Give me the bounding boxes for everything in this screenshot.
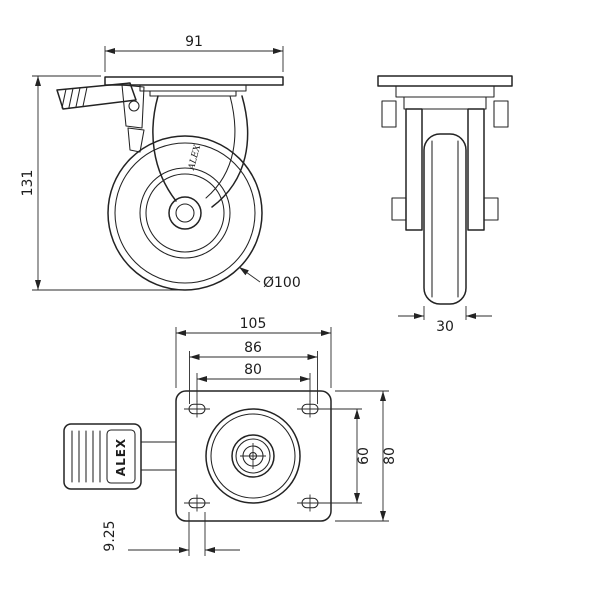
dim-text-86: 86	[244, 340, 262, 356]
pedal-brand-text: ALEX	[114, 438, 128, 476]
axle-bolt	[175, 203, 195, 223]
plan-plate	[175, 390, 332, 522]
side-top-plate	[104, 76, 284, 86]
dim-text-105: 105	[240, 316, 267, 332]
front-view: 30	[377, 75, 513, 335]
dim-plate-length-105: 105	[175, 316, 332, 388]
wheel-hub	[168, 196, 202, 230]
dim-plate-width-80: 80	[335, 390, 398, 522]
plan-view: ALEX 105 86 80	[63, 316, 398, 556]
brake-pivot	[128, 100, 140, 112]
front-top-plate	[377, 75, 513, 87]
front-brake-tab-left	[381, 100, 397, 128]
dim-slot-span-86: 86	[189, 340, 318, 404]
front-swivel-housing	[395, 85, 495, 98]
dim-text-131: 131	[20, 170, 36, 197]
front-wheel	[423, 133, 467, 305]
dim-text-91: 91	[185, 34, 203, 50]
dim-bolt-spacing-60: 60	[316, 408, 372, 504]
side-wheel	[107, 135, 263, 291]
dim-text-30: 30	[436, 319, 454, 335]
axle-nut-left	[391, 197, 407, 221]
side-swivel-race-upper	[139, 84, 247, 92]
swivel-bearing	[205, 408, 301, 504]
brake-pedal: ALEX	[63, 423, 177, 490]
side-brake-lever	[56, 82, 145, 153]
dim-text-80-top: 80	[244, 362, 262, 378]
fork-logo-text: ALEX	[187, 143, 204, 172]
pedal-label-panel	[106, 429, 136, 484]
dim-bolt-spacing-80: 80	[196, 362, 311, 402]
side-swivel-race-lower	[149, 90, 237, 97]
front-brake-tab-right	[493, 100, 509, 128]
front-brake-housing	[403, 96, 487, 110]
side-view: ALEX 91 131 Ø100	[20, 34, 301, 291]
dim-text-80-right: 80	[382, 447, 398, 465]
dim-text-9-25: 9.25	[102, 520, 118, 551]
dim-text-d100: Ø100	[263, 275, 301, 291]
axle-nut-right	[483, 197, 499, 221]
dim-wheel-width-30: 30	[398, 306, 492, 335]
dim-text-60: 60	[356, 447, 372, 465]
dim-wheel-diameter-100: Ø100	[238, 266, 301, 291]
dim-overall-height-131: 131	[20, 75, 183, 291]
dim-plate-width-91: 91	[104, 34, 284, 72]
front-fork	[391, 108, 499, 231]
dim-slot-width-9-25: 9.25	[102, 512, 240, 556]
